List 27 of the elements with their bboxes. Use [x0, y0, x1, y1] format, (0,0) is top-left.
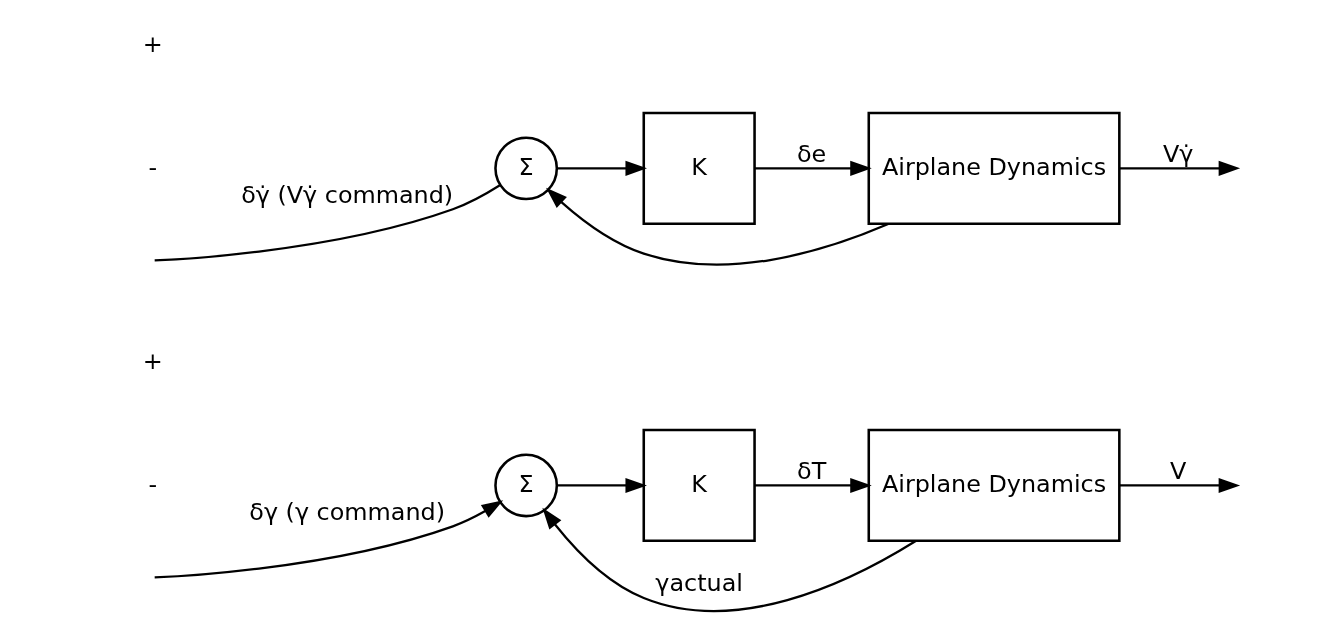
edge-label: δT	[796, 456, 826, 485]
arrow	[754, 160, 872, 176]
edge-label: δγ̇ (Vγ̇ command)	[240, 180, 453, 209]
arrow	[556, 477, 647, 493]
node-box: Airplane Dynamics	[867, 428, 1121, 543]
arrow	[754, 477, 872, 493]
edge-label: γactual	[654, 569, 743, 598]
arrow	[1119, 160, 1240, 176]
node-box: K	[642, 428, 756, 543]
edge-label: Vγ̇	[1162, 139, 1193, 168]
connector	[154, 184, 501, 262]
label: -	[148, 469, 157, 498]
arrow	[154, 500, 503, 579]
arrow	[545, 187, 889, 266]
label: +	[142, 29, 163, 58]
arrow	[541, 507, 916, 612]
label: -	[148, 152, 157, 181]
node-circle: Σ	[493, 136, 558, 201]
label: +	[142, 347, 163, 375]
edge-label: V	[1169, 456, 1186, 485]
node-circle: Σ	[493, 453, 558, 518]
edge-label: δγ (γ command)	[248, 497, 445, 526]
node-box: K	[642, 111, 756, 226]
node-box: Airplane Dynamics	[867, 111, 1121, 226]
edge-label: δe	[796, 139, 826, 168]
arrow	[1119, 477, 1240, 493]
arrow	[556, 160, 647, 176]
